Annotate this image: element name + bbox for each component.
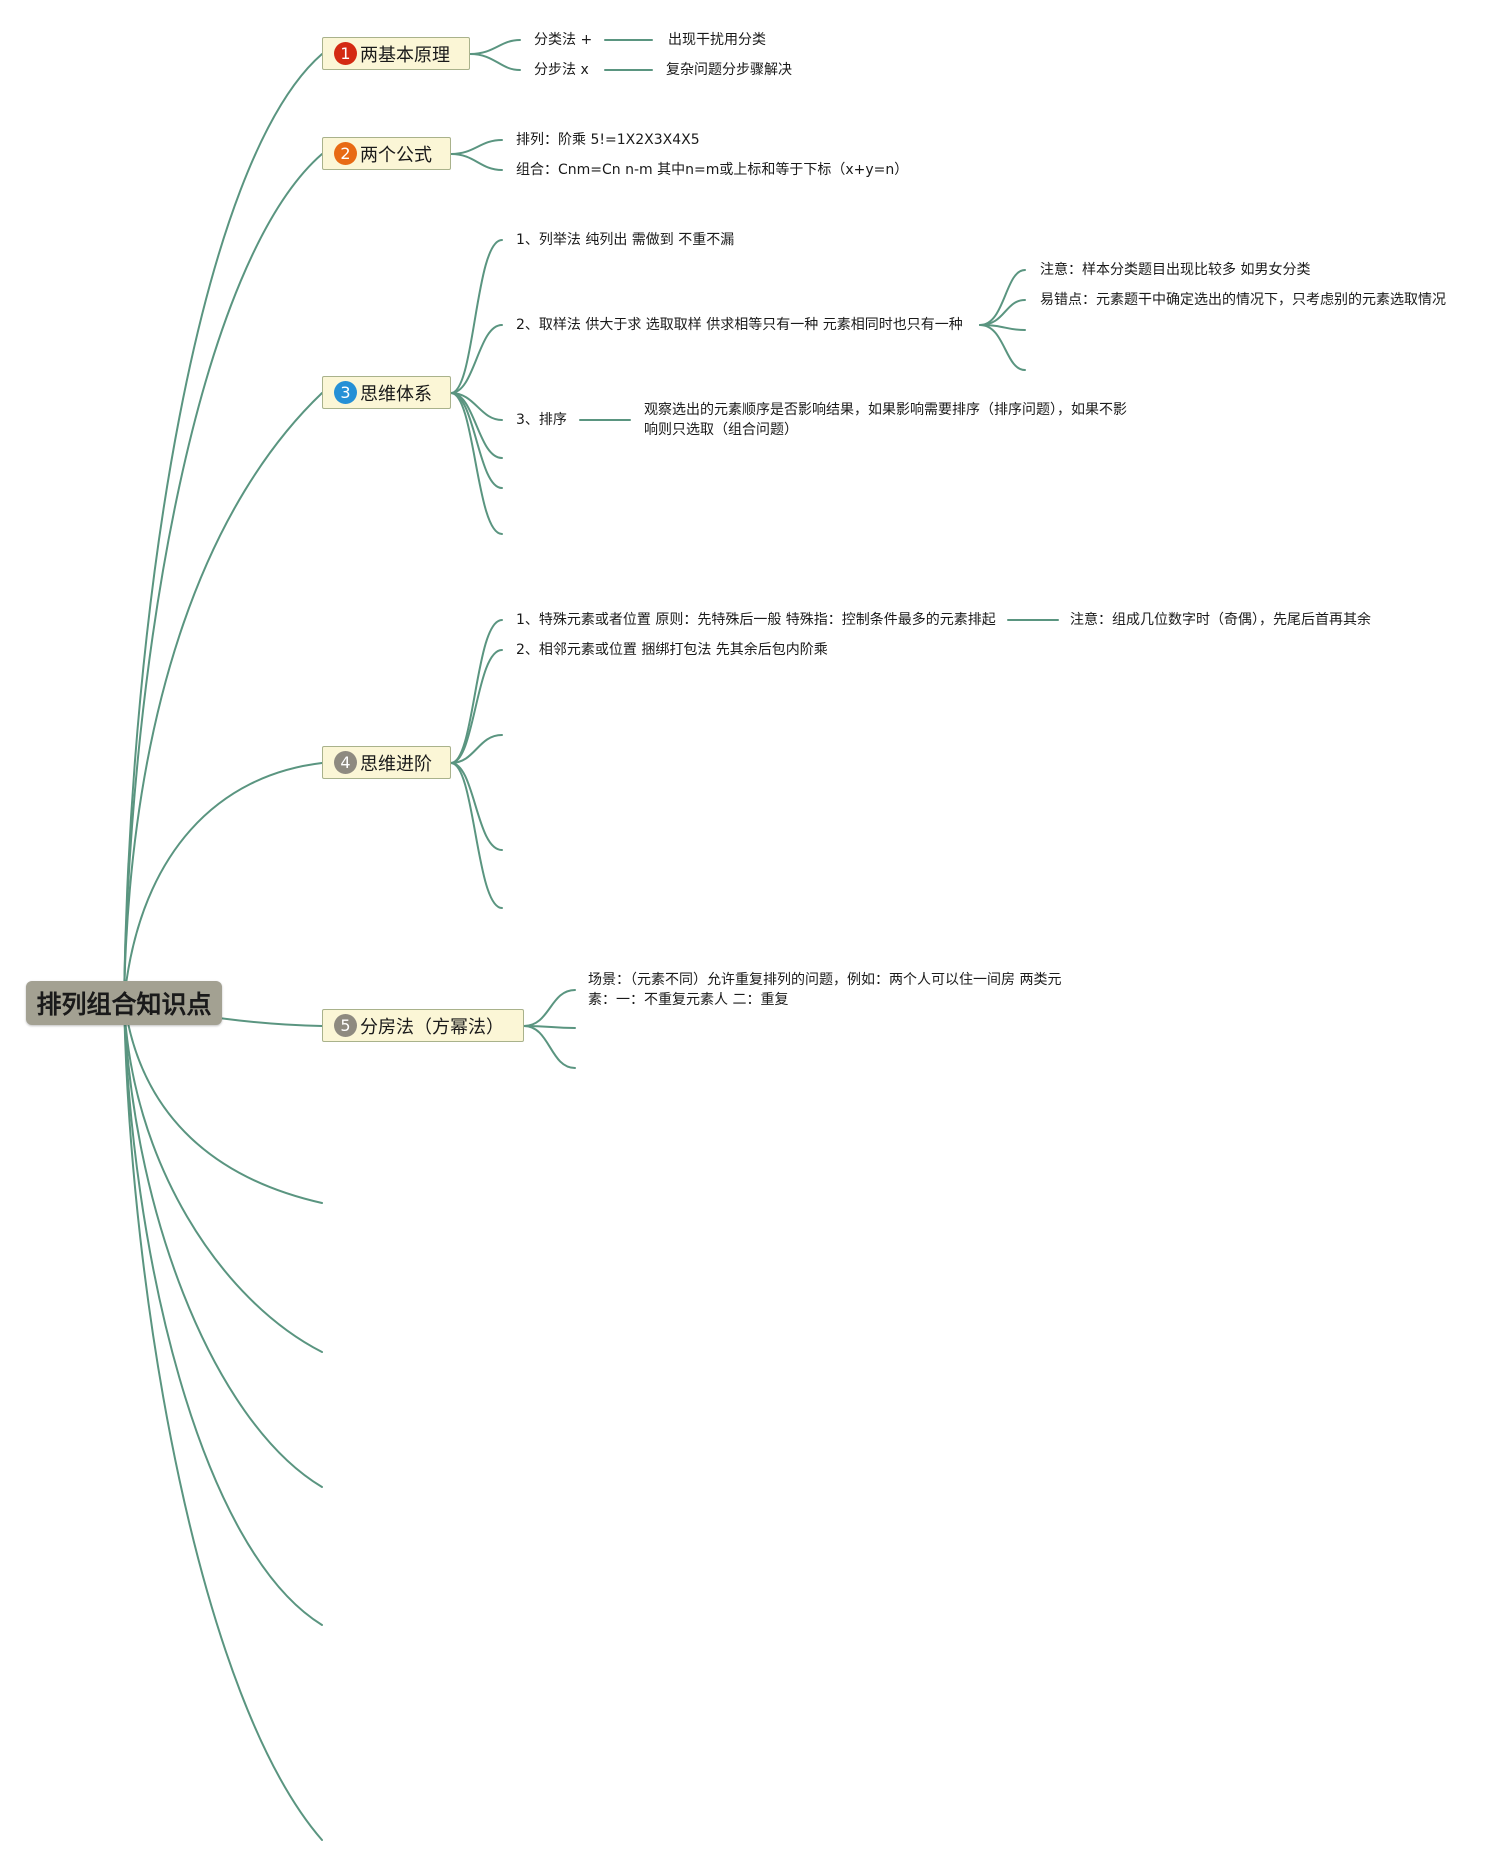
topic-2-two-formulas[interactable]: 2 两个公式 [322, 137, 451, 170]
topic-5-title: 分房法（方幂法） [360, 1016, 504, 1038]
topic-3-child-3-note-line-2: 响则只选取（组合问题） [644, 422, 798, 438]
topic-3-child-2[interactable]: 2、取样法 供大于求 选取取样 供求相等只有一种 元素相同时也只有一种 [516, 317, 963, 333]
number-3-icon: 3 [334, 381, 357, 404]
topic-3-child-3-note-line-1: 观察选出的元素顺序是否影响结果，如果影响需要排序（排序问题），如果不影 [644, 402, 1127, 418]
topic-5-child-1-line-2: 素：一：不重复元素人 二：重复 [588, 992, 789, 1008]
topic-3-child-3[interactable]: 3、排序 [516, 412, 567, 428]
number-4-icon: 4 [334, 751, 357, 774]
topic-3-thinking-system[interactable]: 3 思维体系 [322, 376, 451, 409]
number-1-icon: 1 [334, 42, 357, 65]
topic-3-child-2-sub-2[interactable]: 易错点：元素题干中确定选出的情况下，只考虑别的元素选取情况 [1040, 292, 1446, 308]
topic-4-title: 思维进阶 [360, 753, 432, 775]
topic-5-room-method[interactable]: 5 分房法（方幂法） [322, 1009, 524, 1042]
topic-4-child-2[interactable]: 2、相邻元素或位置 捆绑打包法 先其余后包内阶乘 [516, 642, 828, 658]
topic-1-basic-principles[interactable]: 1 两基本原理 [322, 37, 470, 70]
root-topic[interactable]: 排列组合知识点 [26, 981, 222, 1025]
topic-2-title: 两个公式 [360, 144, 432, 166]
topic-5-child-1[interactable]: 场景：（元素不同）允许重复排列的问题，例如：两个人可以住一间房 两类元 素：一：… [588, 970, 1061, 1010]
topic-1-child-2-note[interactable]: 复杂问题分步骤解决 [666, 62, 792, 78]
topic-4-advanced-thinking[interactable]: 4 思维进阶 [322, 746, 451, 779]
topic-2-child-2[interactable]: 组合：Cnm=Cn n-m 其中n=m或上标和等于下标（x+y=n） [516, 162, 909, 178]
topic-1-child-1-note[interactable]: 出现干扰用分类 [668, 32, 766, 48]
topic-3-child-3-note[interactable]: 观察选出的元素顺序是否影响结果，如果影响需要排序（排序问题），如果不影 响则只选… [644, 400, 1127, 440]
number-5-icon: 5 [334, 1014, 357, 1037]
topic-5-child-1-line-1: 场景：（元素不同）允许重复排列的问题，例如：两个人可以住一间房 两类元 [588, 972, 1062, 988]
topic-4-child-1[interactable]: 1、特殊元素或者位置 原则：先特殊后一般 特殊指：控制条件最多的元素排起 [516, 612, 996, 628]
topic-3-child-1[interactable]: 1、列举法 纯列出 需做到 不重不漏 [516, 232, 735, 248]
topic-1-child-1[interactable]: 分类法 + [534, 32, 593, 48]
topic-1-child-2[interactable]: 分步法 x [534, 62, 589, 78]
topic-1-title: 两基本原理 [360, 44, 450, 66]
topic-3-title: 思维体系 [360, 383, 432, 405]
topic-2-child-1[interactable]: 排列：阶乘 5!=1X2X3X4X5 [516, 132, 700, 148]
topic-4-child-1-note[interactable]: 注意：组成几位数字时（奇偶），先尾后首再其余 [1070, 612, 1371, 628]
topic-3-child-2-sub-1[interactable]: 注意：样本分类题目出现比较多 如男女分类 [1040, 262, 1311, 278]
number-2-icon: 2 [334, 142, 357, 165]
